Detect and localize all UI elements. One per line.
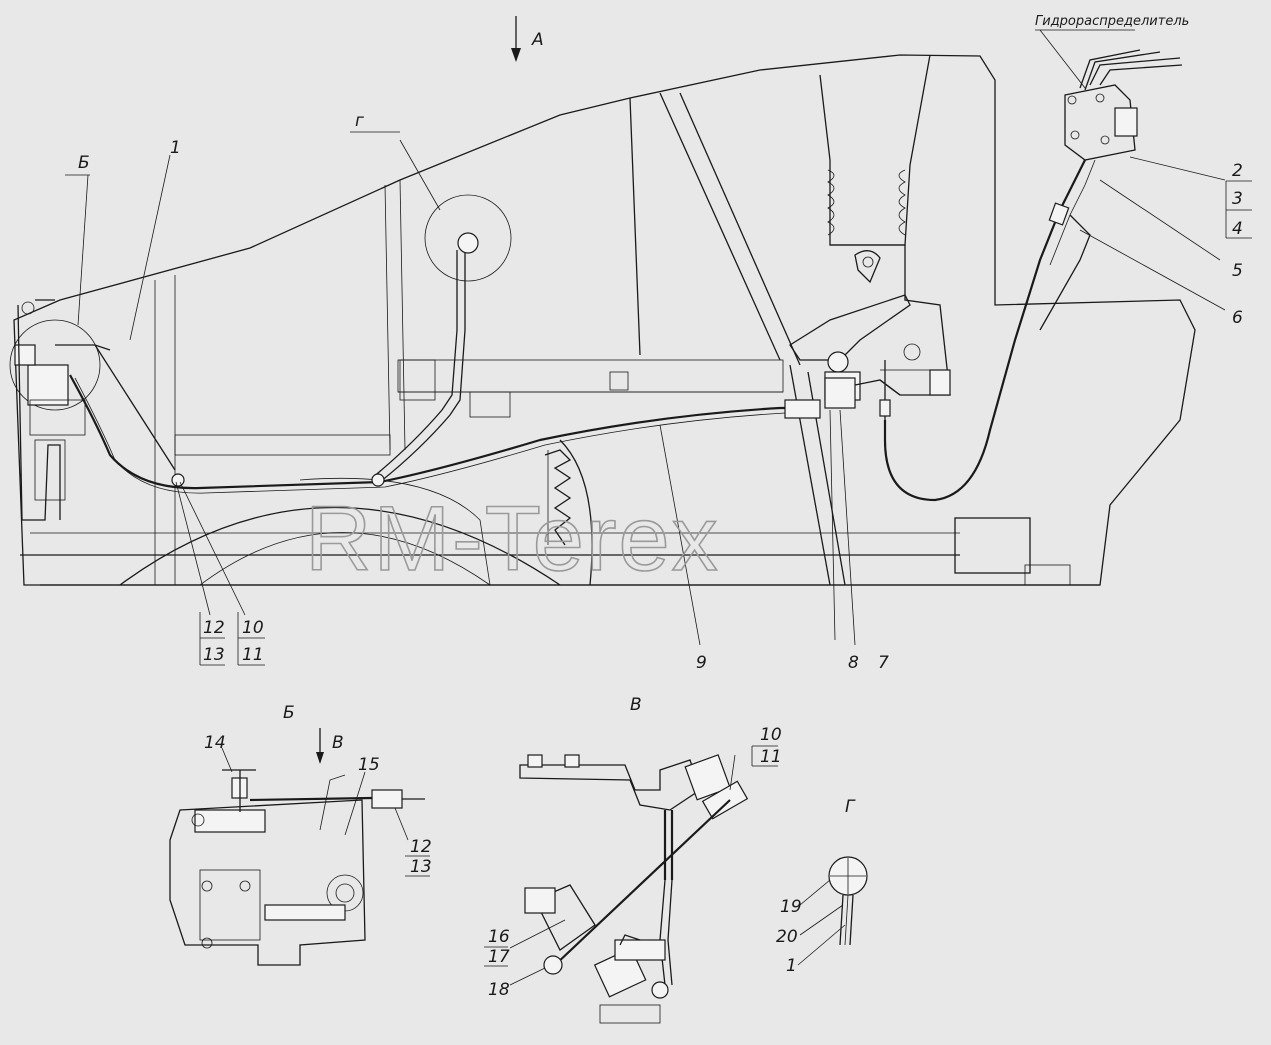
lower-right-block xyxy=(954,517,1071,586)
view-a-arrow: А xyxy=(511,16,544,62)
right-control-cable xyxy=(879,159,1096,502)
view-a-label: А xyxy=(531,30,544,50)
callout-20: 20 xyxy=(776,927,798,947)
callout-15: 15 xyxy=(358,755,380,775)
callout-g: г xyxy=(355,111,364,131)
detail-b-title: Б xyxy=(283,703,295,723)
callout-b: Б xyxy=(78,153,90,173)
detail-v: В 10 11 16 17 18 xyxy=(484,695,782,1024)
steering-column xyxy=(819,54,951,396)
cab-outline xyxy=(13,54,1196,586)
main-control-cable xyxy=(69,250,901,494)
callout-14: 14 xyxy=(204,733,226,753)
callout-19: 19 xyxy=(780,897,802,917)
callout-4: 4 xyxy=(1232,219,1243,239)
detail-g-title: Г xyxy=(845,797,856,817)
callout-2: 2 xyxy=(1232,161,1243,181)
detail-b: Б В 14 15 12 13 xyxy=(169,703,432,966)
callout-5: 5 xyxy=(1232,261,1243,281)
callout-v-10: 10 xyxy=(760,725,782,745)
detail-g: Г 19 20 1 xyxy=(776,797,868,976)
rear-block xyxy=(174,359,784,456)
callout-11: 11 xyxy=(242,645,264,665)
callout-g-1: 1 xyxy=(786,956,797,976)
callouts-main: 1 2 3 4 5 6 7 8 9 10 11 12 13 xyxy=(170,138,1252,673)
hydraulic-distributor: Гидрораспределитель xyxy=(1035,14,1189,161)
callout-1: 1 xyxy=(170,138,181,158)
callout-16: 16 xyxy=(488,927,510,947)
left-assembly-b: Б xyxy=(9,153,385,521)
pedal-bracket xyxy=(789,294,951,401)
callout-leaders xyxy=(129,154,1226,646)
callout-18: 18 xyxy=(488,980,510,1000)
cab-pillars xyxy=(154,92,846,586)
detail-v-title: В xyxy=(630,695,642,715)
callout-7: 7 xyxy=(878,653,889,673)
callout-9: 9 xyxy=(696,653,707,673)
callout-v-11: 11 xyxy=(760,747,782,767)
detail-b-arrow-label: В xyxy=(332,733,344,753)
callout-b-13: 13 xyxy=(410,857,432,877)
spring-damper xyxy=(544,449,572,546)
callout-12: 12 xyxy=(203,618,225,638)
callout-b-12: 12 xyxy=(410,837,432,857)
callout-8: 8 xyxy=(848,653,859,673)
callout-6: 6 xyxy=(1232,308,1243,328)
callout-13: 13 xyxy=(203,645,225,665)
callout-10: 10 xyxy=(242,618,264,638)
wheel-arcs xyxy=(119,439,593,586)
watermark: RM-Terex xyxy=(305,488,720,590)
lever-knob-g: г xyxy=(350,111,512,282)
hydro-distributor-label: Гидрораспределитель xyxy=(1035,14,1189,29)
callout-17: 17 xyxy=(488,947,510,967)
callout-3: 3 xyxy=(1232,189,1243,209)
